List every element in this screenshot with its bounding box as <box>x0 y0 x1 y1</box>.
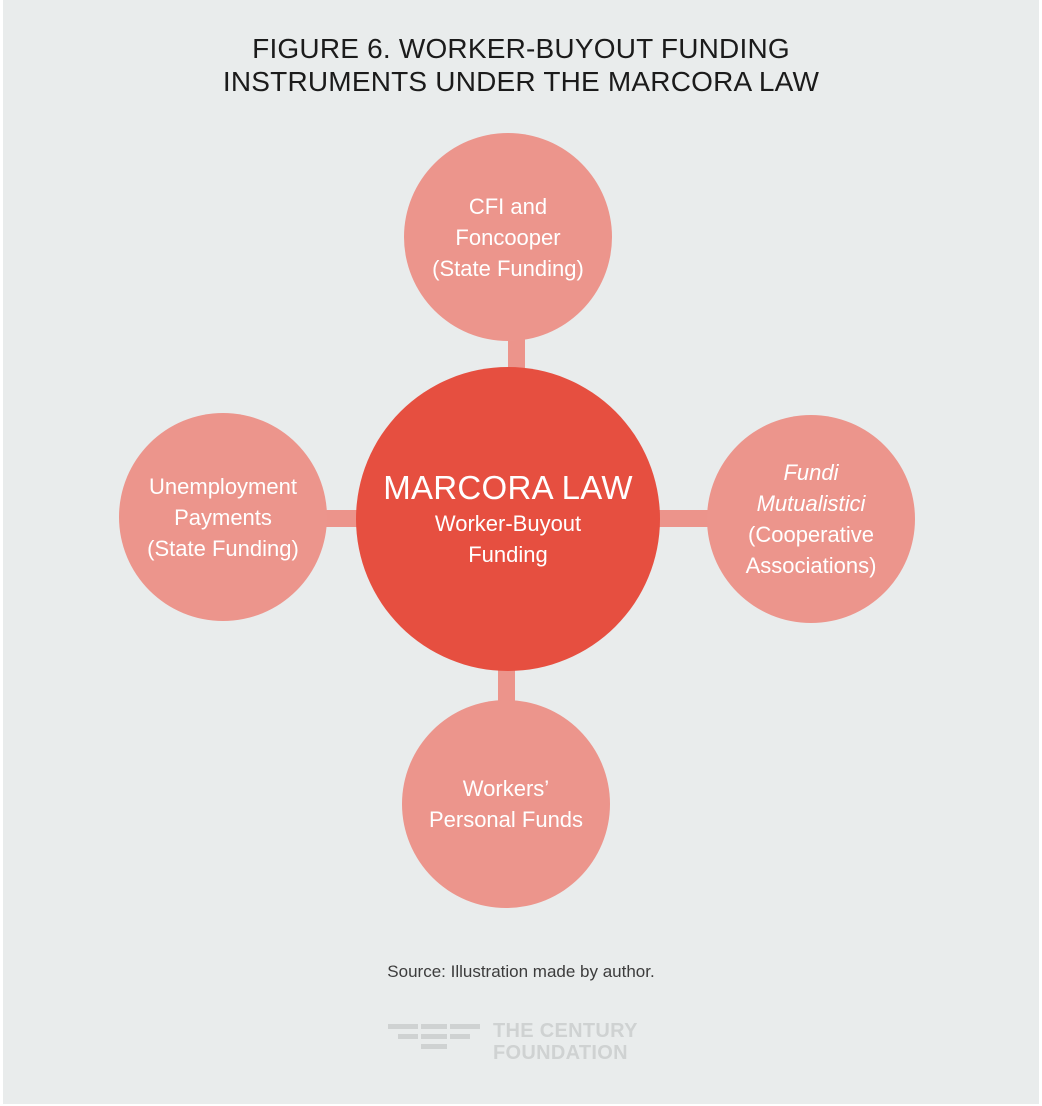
connector-right <box>655 510 715 527</box>
logo-line-2: FOUNDATION <box>493 1042 628 1064</box>
figure-title-line-1: FIGURE 6. WORKER-BUYOUT FUNDING <box>252 33 790 64</box>
source-note: Source: Illustration made by author. <box>387 962 655 981</box>
node-right-line-3: (Cooperative <box>748 522 874 547</box>
century-foundation-logo: THE CENTURY FOUNDATION <box>388 1020 658 1068</box>
node-left-line-1: Unemployment <box>149 473 297 499</box>
center-title: MARCORA LAW <box>383 469 633 506</box>
node-fundi-mutualistici: Fundi Mutualistici (Cooperative Associat… <box>707 415 915 623</box>
node-bottom-line-1: Workers’ <box>462 776 550 801</box>
node-right-line-2: Mutualistici <box>756 491 866 516</box>
node-top-line-3: (State Funding) <box>432 255 584 281</box>
node-unemployment-payments: Unemployment Payments (State Funding) <box>119 413 327 621</box>
node-right-line-1: Fundi <box>783 460 839 485</box>
figure-title-line-2: INSTRUMENTS UNDER THE MARCORA LAW <box>222 66 820 97</box>
logo-wordmark: THE CENTURY FOUNDATION <box>493 1020 638 1064</box>
node-right-line-4: Associations) <box>745 553 877 578</box>
figure-panel: FIGURE 6. WORKER-BUYOUT FUNDING INSTRUME… <box>3 0 1039 1104</box>
connector-bottom <box>498 664 515 706</box>
funding-diagram: CFI and Foncooper (State Funding) Unempl… <box>3 0 1039 1104</box>
connector-top <box>508 335 525 375</box>
connector-left <box>325 510 363 527</box>
figure-title: FIGURE 6. WORKER-BUYOUT FUNDING INSTRUME… <box>3 32 1039 98</box>
node-top-line-1: CFI and <box>468 193 548 219</box>
node-left-line-2: Payments <box>174 504 272 530</box>
node-top-line-2: Foncooper <box>455 224 561 250</box>
node-state-funding-cfi: CFI and Foncooper (State Funding) <box>404 133 612 341</box>
node-workers-personal-funds: Workers’ Personal Funds <box>402 700 610 908</box>
node-marcora-law: MARCORA LAW Worker-Buyout Funding <box>356 367 660 671</box>
center-subtitle-line-1: Worker-Buyout <box>434 511 582 536</box>
center-subtitle-line-2: Funding <box>468 542 548 567</box>
node-left-line-3: (State Funding) <box>147 535 299 561</box>
node-bottom-line-2: Personal Funds <box>428 807 584 832</box>
logo-mark-icon <box>388 1020 480 1054</box>
logo-line-1: THE CENTURY <box>493 1020 638 1042</box>
